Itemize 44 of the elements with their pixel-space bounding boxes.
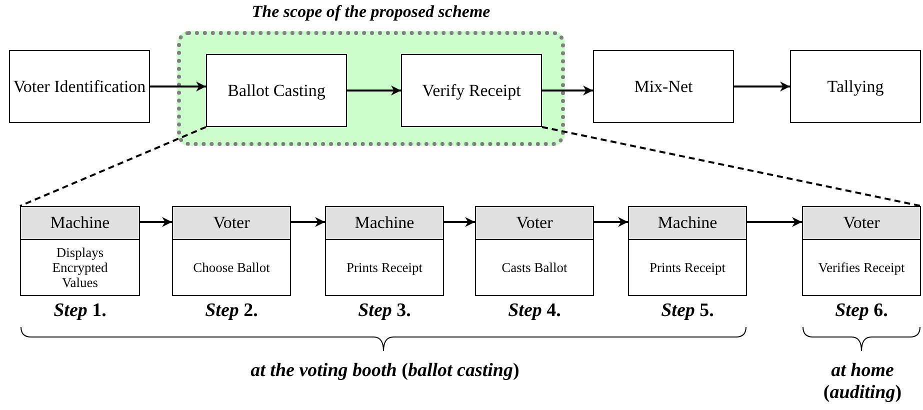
step-label: Step 3. [357,300,412,322]
arrow [747,217,802,227]
dashed-line [20,126,206,207]
annotation: at the voting booth (ballot casting) [250,360,520,382]
dashed-line [542,126,922,207]
role-header: Machine [326,207,443,240]
step-description: Prints Receipt [649,260,726,275]
step-description: Casts Ballot [502,260,568,275]
arrow [594,217,628,227]
role-header: Voter [803,207,920,240]
arrow [347,86,401,96]
step-card [325,206,444,296]
step-card [802,206,921,296]
step-description: Verifies Receipt [818,260,905,275]
step-card [20,206,140,296]
step-label: Step 6. [834,300,889,322]
region-title: The scope of the proposed scheme [250,2,492,22]
role-header: Machine [629,207,746,240]
step-card [172,206,291,296]
role-header: Machine [21,207,139,240]
step-description: Displays Encrypted Values [51,245,109,290]
role-header: Voter [476,207,593,240]
step-description: Prints Receipt [346,260,423,275]
step-description: Choose Ballot [193,260,270,275]
arrow [542,86,593,96]
process-box: Ballot Casting [206,54,347,127]
arrow [140,217,172,227]
step-label: Step 1. [52,300,108,322]
annotation: at home (auditing) [822,360,903,404]
arrow [150,82,206,92]
arrow [291,217,325,227]
process-box: Tallying [790,50,921,123]
arrow [734,82,790,92]
step-label: Step 2. [204,300,259,322]
step-card [475,206,594,296]
process-box: Voter Identification [9,50,150,123]
arrow [444,217,475,227]
role-header: Voter [173,207,290,240]
step-card [628,206,747,296]
step-label: Step 5. [660,300,715,322]
process-box: Mix-Net [593,50,734,123]
scope-region [177,31,565,146]
step-label: Step 4. [507,300,562,322]
process-box: Verify Receipt [401,54,542,127]
